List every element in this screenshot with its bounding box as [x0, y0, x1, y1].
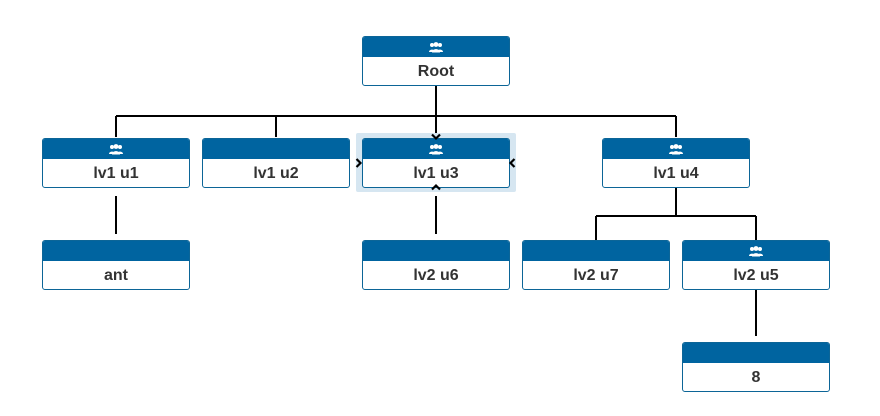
group-icon: [109, 143, 123, 155]
node-ant[interactable]: ant: [42, 240, 190, 290]
node-header: [683, 241, 829, 261]
chevron-left-icon[interactable]: [505, 158, 519, 168]
node-header: [363, 241, 509, 261]
node-header: [683, 343, 829, 363]
node-label: lv1 u3: [413, 164, 459, 182]
chevron-up-icon[interactable]: [429, 182, 443, 192]
node-header: [43, 241, 189, 261]
node-root[interactable]: Root: [362, 36, 510, 86]
node-lv2-u6[interactable]: lv2 u6: [362, 240, 510, 290]
node-lv1-u2[interactable]: lv1 u2: [202, 138, 350, 188]
node-lv2-u7[interactable]: lv2 u7: [522, 240, 670, 290]
node-lv1-u1[interactable]: lv1 u1: [42, 138, 190, 188]
node-label: Root: [417, 62, 455, 80]
group-icon: [429, 143, 443, 155]
node-label: 8: [751, 368, 761, 386]
node-header: [363, 37, 509, 57]
node-header: [523, 241, 669, 261]
node-label: lv2 u5: [733, 266, 779, 284]
group-icon: [429, 41, 443, 53]
chevron-right-icon[interactable]: [352, 158, 366, 168]
group-icon: [669, 143, 683, 155]
node-header: [363, 139, 509, 159]
node-header: [603, 139, 749, 159]
node-label: lv2 u6: [413, 266, 459, 284]
node-8[interactable]: 8: [682, 342, 830, 392]
node-label: lv1 u1: [93, 164, 139, 182]
node-header: [43, 139, 189, 159]
node-lv2-u5[interactable]: lv2 u5: [682, 240, 830, 290]
node-lv1-u3[interactable]: lv1 u3: [362, 138, 510, 188]
group-icon: [749, 245, 763, 257]
node-label: lv2 u7: [573, 266, 619, 284]
node-label: lv1 u2: [253, 164, 299, 182]
node-header: [203, 139, 349, 159]
node-lv1-u4[interactable]: lv1 u4: [602, 138, 750, 188]
chevron-down-icon[interactable]: [429, 132, 443, 142]
node-label: ant: [104, 266, 128, 284]
node-label: lv1 u4: [653, 164, 699, 182]
